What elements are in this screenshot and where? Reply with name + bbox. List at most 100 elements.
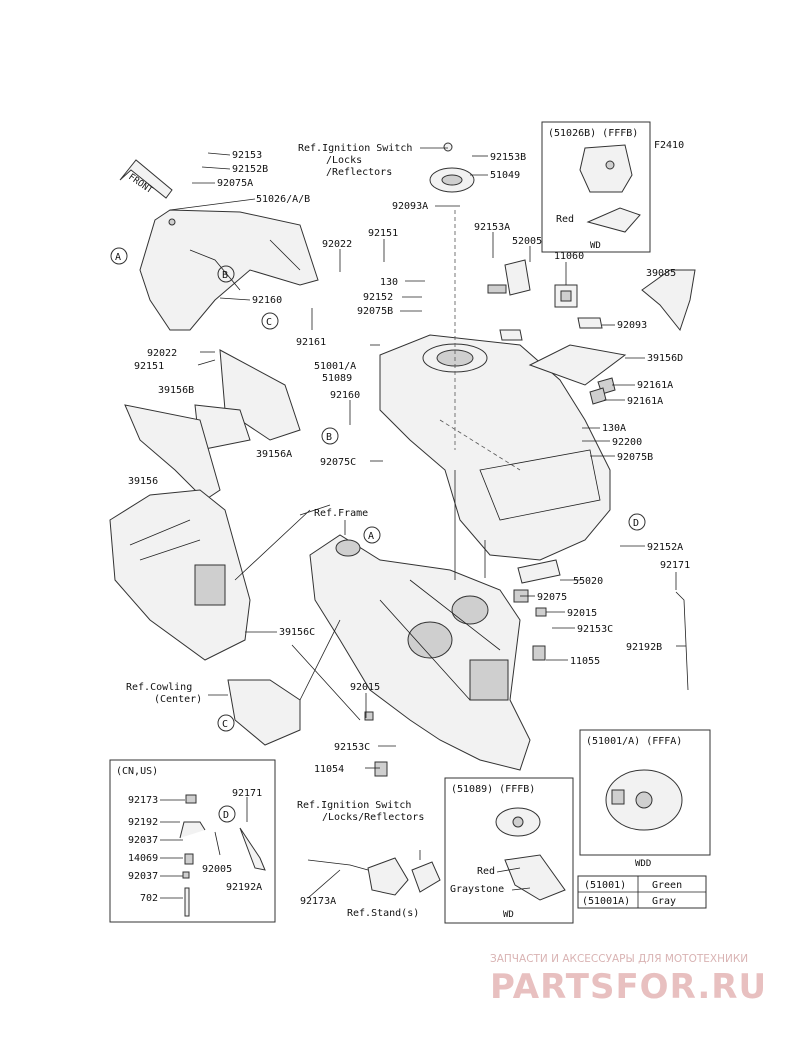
label-92153: 92153 — [232, 150, 262, 161]
diagram-label: Red — [556, 214, 574, 225]
color-table: (51001) Green (51001A) Gray — [577, 875, 707, 909]
diagram-label: A — [115, 252, 121, 263]
inset-51089: (51089) (FFFB) Red Graystone WD — [444, 777, 574, 924]
label-92015-a: 92015 — [567, 608, 597, 619]
ref-cowling-a: Ref.Cowling — [126, 682, 192, 693]
frame — [309, 534, 531, 771]
label-92152A: 92152A — [647, 542, 683, 553]
label-11060: 11060 — [554, 251, 584, 262]
ref-frame: Ref.Frame — [314, 508, 368, 519]
diagram-label: D — [633, 518, 639, 529]
label-92093A: 92093A — [392, 201, 428, 212]
label-92022: 92022 — [322, 239, 352, 250]
diagram-label: ЗАПЧАСТИ И АКСЕССУАРЫ ДЛЯ МОТОТЕХНИКИ — [490, 953, 748, 965]
fuel-cap-51049 — [429, 142, 475, 193]
callout-a-1: A — [110, 247, 128, 265]
label-92192B: 92192B — [626, 642, 662, 653]
diagram-label: PARTSFOR.RU — [490, 967, 767, 1007]
front-arrow: FRONT — [119, 159, 173, 199]
label-39156C: 39156C — [279, 627, 315, 638]
rod-92192B — [675, 591, 689, 691]
fuel-tank — [379, 210, 611, 561]
diagram-label: D — [223, 810, 229, 821]
label-92075B-b: 92075B — [617, 452, 653, 463]
kit-box-cn-us: (CN,US) 92173 92171 92192 92037 92005 14… — [109, 759, 276, 923]
diagram-label: WD — [590, 241, 601, 251]
label-92093: 92093 — [617, 320, 647, 331]
label-11054: 11054 — [314, 764, 344, 775]
label-51049: 51049 — [490, 170, 520, 181]
hardware-bottom — [364, 559, 561, 777]
cowling-center — [227, 679, 301, 746]
diagram-label: C — [222, 719, 228, 730]
diagram-label: (51001A) — [582, 896, 630, 907]
label-92075C: 92075C — [320, 457, 356, 468]
kit-title: (CN,US) — [116, 766, 158, 777]
diagram-label: B — [222, 270, 228, 281]
damper-92161A — [589, 377, 616, 405]
label-92153C-a: 92153C — [577, 624, 613, 635]
pad-39156D — [528, 344, 627, 386]
label-51089: 51089 — [322, 373, 352, 384]
ref-stand: Ref.Stand(s) — [347, 908, 419, 919]
ignition-switch-ref — [307, 857, 441, 896]
panel-39156C — [109, 489, 251, 661]
label-92153B: 92153B — [490, 152, 526, 163]
diagram-label: B — [326, 432, 332, 443]
diagram-label: (51026B) (FFFB) — [548, 128, 638, 139]
diagram-label: 92037 — [128, 835, 158, 846]
diagram-label: 92171 — [232, 788, 262, 799]
label-92160-a: 92160 — [252, 295, 282, 306]
diagram-label: (51001) — [584, 880, 626, 891]
label-92160-b: 92160 — [330, 390, 360, 401]
ref-ignition-1c: /Reflectors — [326, 167, 392, 178]
label-92161A-1: 92161A — [637, 380, 673, 391]
callout-b-2: B — [321, 427, 339, 445]
ref-ignition-1a: Ref.Ignition Switch — [298, 143, 412, 154]
label-39156A: 39156A — [256, 449, 292, 460]
ref-ignition-2a: Ref.Ignition Switch — [297, 800, 411, 811]
label-51001: 51001/A — [314, 361, 356, 372]
diagram-label: F2410 — [654, 140, 684, 151]
label-92171: 92171 — [660, 560, 690, 571]
diagram-label: Red — [477, 866, 495, 877]
label-39156D: 39156D — [647, 353, 683, 364]
label-92151: 92151 — [368, 228, 398, 239]
callout-d-2: D — [218, 805, 236, 823]
callout-c-2: C — [217, 714, 235, 732]
diagram-label: Green — [652, 880, 682, 891]
diagram-label: 92005 — [202, 864, 232, 875]
label-92200: 92200 — [612, 437, 642, 448]
callout-d-1: D — [628, 513, 646, 531]
bracket-52005 — [487, 259, 531, 296]
label-130: 130 — [380, 277, 398, 288]
diagram-label: 92192A — [226, 882, 262, 893]
label-11055: 11055 — [570, 656, 600, 667]
diagram-label: Gray — [652, 896, 676, 907]
label-92153C-b: 92153C — [334, 742, 370, 753]
label-92151-b: 92151 — [134, 361, 164, 372]
ref-ignition-2b: /Locks/Reflectors — [322, 812, 424, 823]
label-39156B: 39156B — [158, 385, 194, 396]
label-92075B: 92075B — [357, 306, 393, 317]
callout-b-1: B — [217, 265, 235, 283]
label-92161: 92161 — [296, 337, 326, 348]
diagram-label: 92037 — [128, 871, 158, 882]
diagram-label: 92173 — [128, 795, 158, 806]
diagram-label: Graystone — [450, 884, 504, 895]
label-92075: 92075 — [537, 592, 567, 603]
callout-a-2: A — [363, 526, 381, 544]
gasket-11060 — [554, 284, 578, 308]
part-labels: 92153 92152B 92075A 51026/A/B 92022 9215… — [126, 143, 690, 919]
label-39085: 39085 — [646, 268, 676, 279]
label-51026: 51026/A/B — [256, 194, 310, 205]
diagram-label: (51001/A) (FFFA) — [586, 736, 682, 747]
label-92075A: 92075A — [217, 178, 253, 189]
ref-cowling-b: (Center) — [154, 694, 202, 705]
cover-39085 — [641, 269, 696, 332]
label-130A: 130A — [602, 423, 626, 434]
diagram-label: C — [266, 317, 272, 328]
label-92022-b: 92022 — [147, 348, 177, 359]
diagram-label: 14069 — [128, 853, 158, 864]
